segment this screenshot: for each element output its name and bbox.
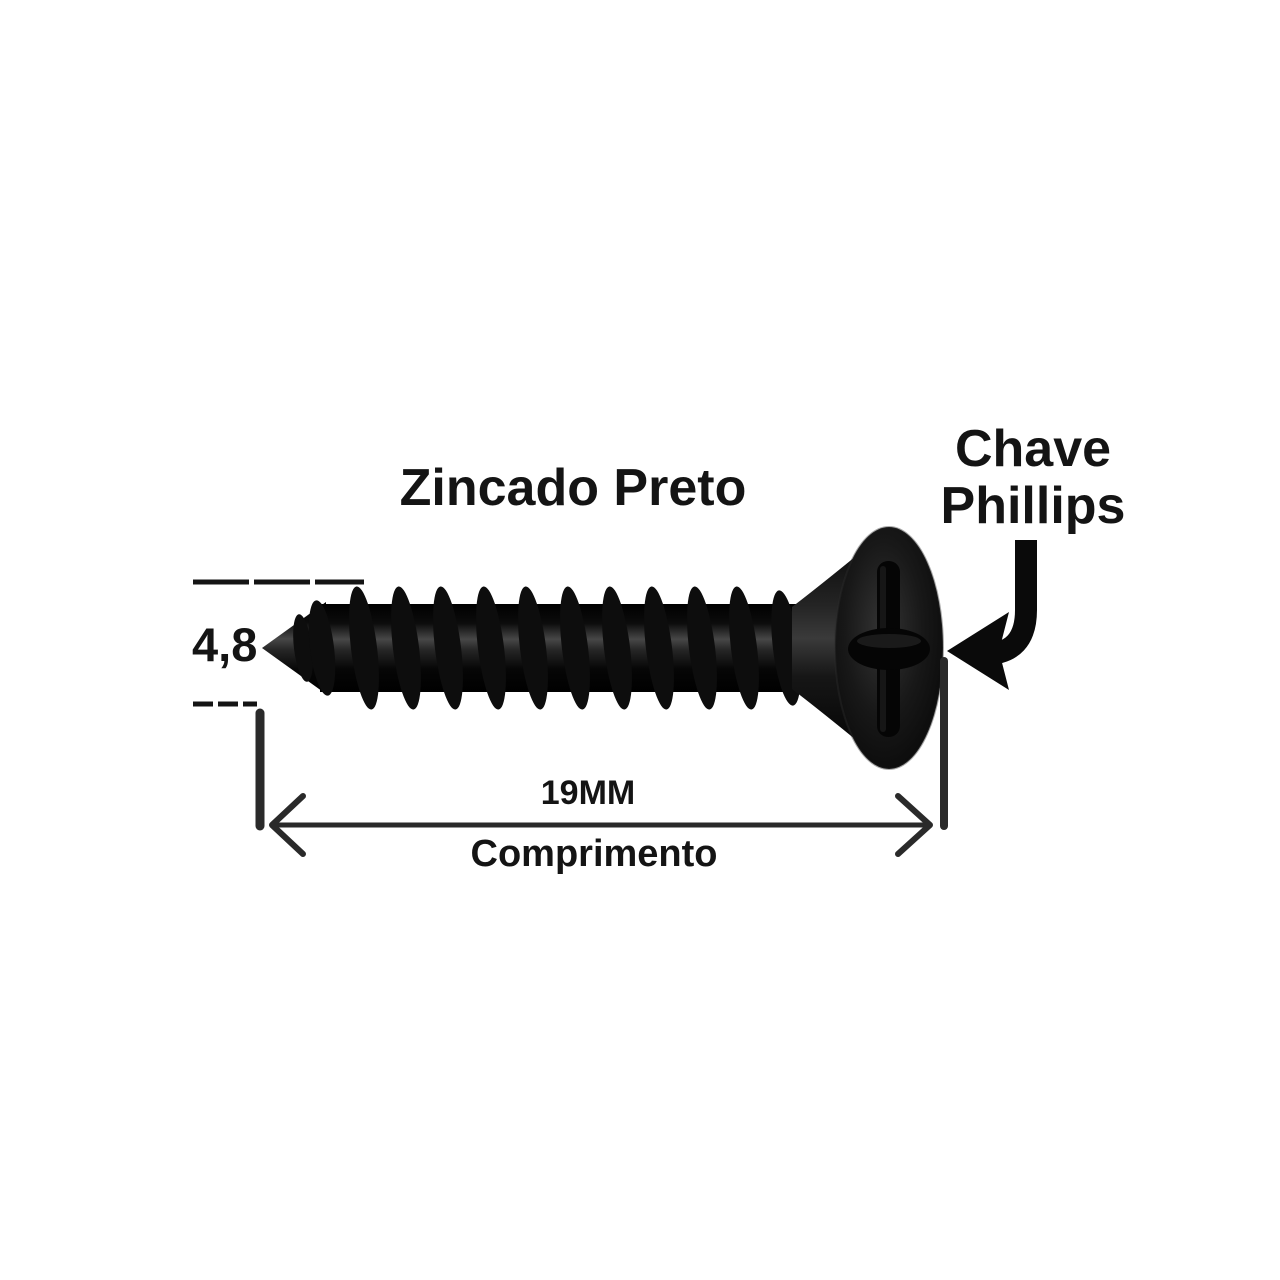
screw-thread <box>391 586 421 710</box>
screw-head-face-rim <box>834 526 944 770</box>
curved-arrow-icon <box>947 540 1037 690</box>
length-caption: Comprimento <box>470 833 718 875</box>
length-value: 19MM <box>540 774 636 812</box>
finish-label: Zincado Preto <box>399 459 747 517</box>
screw-thread <box>308 600 336 696</box>
diameter-value: 4,8 <box>192 618 258 671</box>
screw-thread <box>602 586 632 710</box>
curved-arrow-head <box>947 612 1009 690</box>
screw-thread <box>476 586 506 710</box>
screw-thread <box>644 586 674 710</box>
screw-thread <box>687 586 717 710</box>
screw-thread <box>729 586 759 710</box>
screw-thread <box>518 586 548 710</box>
phillips-slot-horizontal-highlight <box>857 634 921 648</box>
screw-thread <box>560 586 590 710</box>
screw-illustration <box>262 526 944 770</box>
screw-thread <box>433 586 463 710</box>
drive-label-line1: Chave <box>954 420 1112 478</box>
length-ruler <box>255 657 948 857</box>
phillips-cross <box>848 561 930 737</box>
length-arrow-left-icon <box>269 793 306 857</box>
drive-type-label: Chave Phillips <box>941 421 1126 535</box>
length-arrow-right-icon <box>895 793 933 857</box>
screw-thread <box>293 614 313 682</box>
diameter-ruler <box>193 579 364 707</box>
drive-label-line2: Phillips <box>940 477 1126 535</box>
screw-thread <box>349 586 379 710</box>
